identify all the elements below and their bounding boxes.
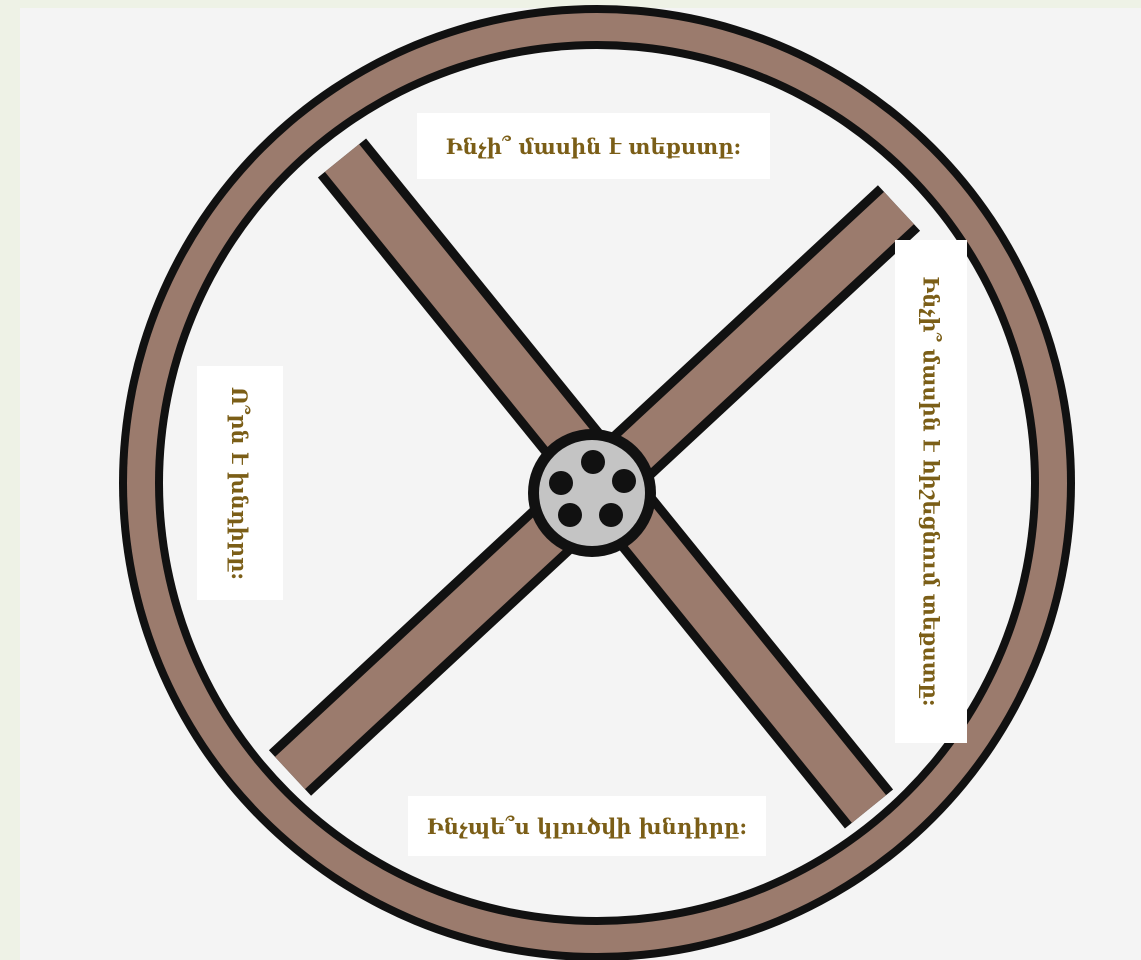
prompt-left-text: Ո՞րն է խնդիրը:	[230, 386, 251, 579]
prompt-bottom-text: Ինչպե՞ս կլուծվի խնդիրը:	[427, 816, 747, 837]
hub-bolt-icon	[612, 469, 636, 493]
hub-bolt-icon	[558, 503, 582, 527]
prompt-top-text: Ինչի՞ մասին է տեքստը:	[446, 136, 741, 157]
prompt-right-text: Ինչի՞ մասին է հիշեցնում տեքստը:	[921, 276, 942, 706]
hub-bolt-icon	[599, 503, 623, 527]
prompt-top-label: Ինչի՞ մասին է տեքստը:	[417, 113, 770, 179]
prompt-left-label: Ո՞րն է խնդիրը:	[197, 366, 283, 600]
hub	[528, 429, 656, 557]
prompt-bottom-label: Ինչպե՞ս կլուծվի խնդիրը:	[408, 796, 766, 856]
hub-bolt-icon	[549, 471, 573, 495]
prompt-right-label: Ինչի՞ մասին է հիշեցնում տեքստը:	[895, 240, 967, 743]
hub-bolt-icon	[581, 450, 605, 474]
